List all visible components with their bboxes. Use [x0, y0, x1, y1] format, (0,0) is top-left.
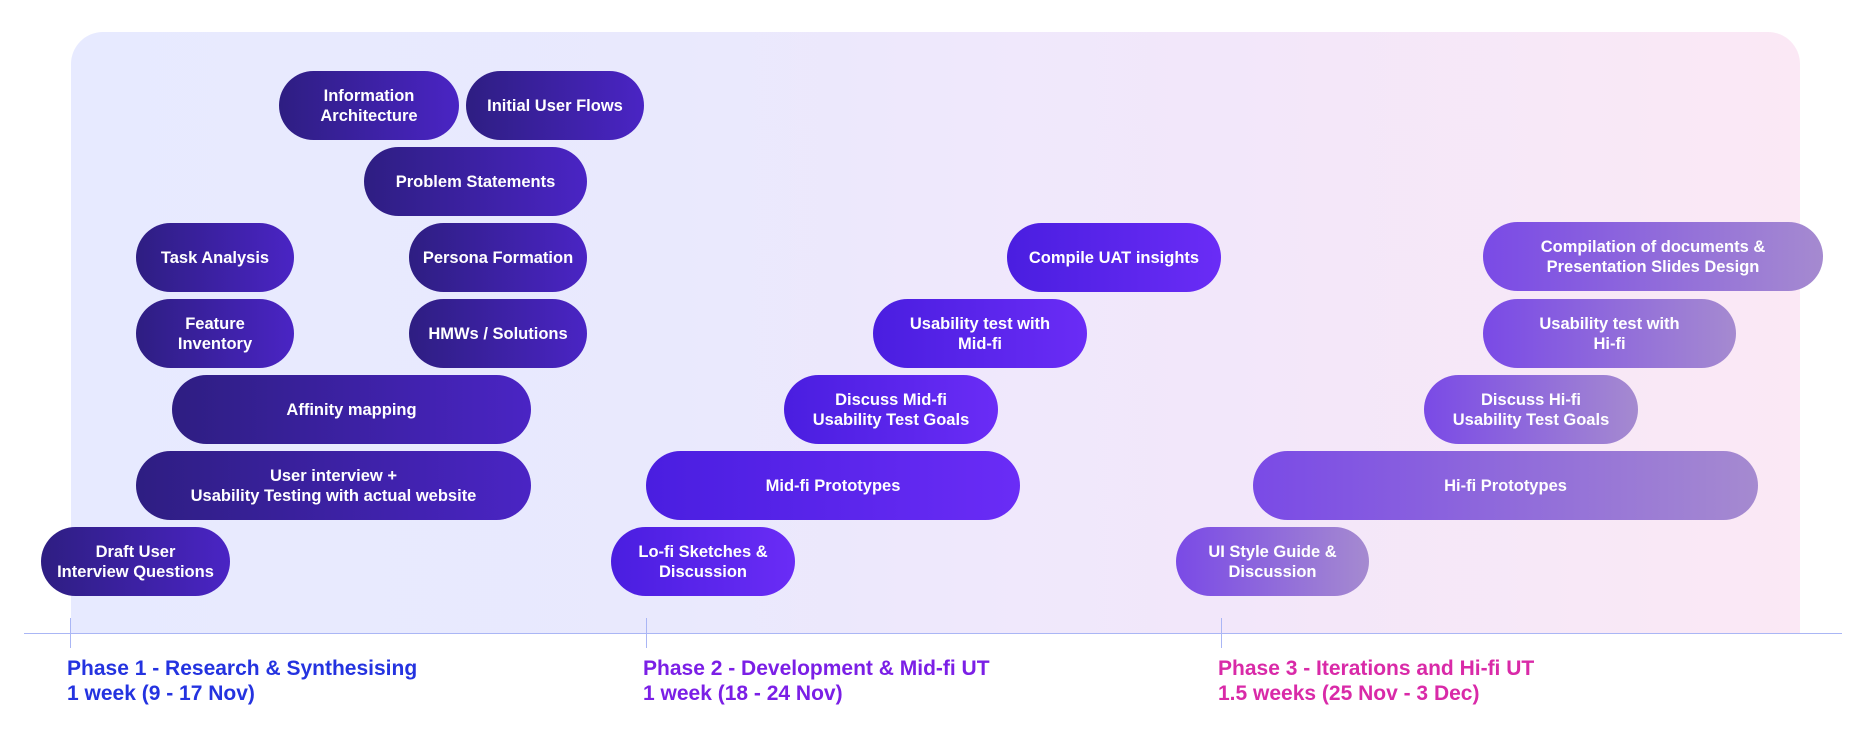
task-draft-user-interview-questions: Draft User Interview Questions — [41, 527, 230, 596]
task-ui-style-guide: UI Style Guide & Discussion — [1176, 527, 1369, 596]
task-usability-test-mid-fi: Usability test with Mid-fi — [873, 299, 1087, 368]
task-initial-user-flows: Initial User Flows — [466, 71, 644, 140]
task-feature-inventory: Feature Inventory — [136, 299, 294, 368]
task-problem-statements: Problem Statements — [364, 147, 587, 216]
task-compilation-documents: Compilation of documents & Presentation … — [1483, 222, 1823, 291]
task-hi-fi-prototypes: Hi-fi Prototypes — [1253, 451, 1758, 520]
task-discuss-mid-fi-goals: Discuss Mid-fi Usability Test Goals — [784, 375, 998, 444]
phase-2-duration: 1 week (18 - 24 Nov) — [643, 682, 843, 705]
task-lo-fi-sketches: Lo-fi Sketches & Discussion — [611, 527, 795, 596]
task-hmws-solutions: HMWs / Solutions — [409, 299, 587, 368]
phase-2-tick — [646, 618, 647, 648]
task-user-interview-usability-testing: User interview + Usability Testing with … — [136, 451, 531, 520]
phase-1-duration: 1 week (9 - 17 Nov) — [67, 682, 255, 705]
timeline-axis — [24, 633, 1842, 634]
task-compile-uat-insights: Compile UAT insights — [1007, 223, 1221, 292]
phase-3-title: Phase 3 - Iterations and Hi-fi UT — [1218, 657, 1535, 680]
task-persona-formation: Persona Formation — [409, 223, 587, 292]
phase-3-duration: 1.5 weeks (25 Nov - 3 Dec) — [1218, 682, 1480, 705]
task-task-analysis: Task Analysis — [136, 223, 294, 292]
task-affinity-mapping: Affinity mapping — [172, 375, 531, 444]
phase-3-tick — [1221, 618, 1222, 648]
phase-1-tick — [70, 618, 71, 648]
task-mid-fi-prototypes: Mid-fi Prototypes — [646, 451, 1020, 520]
task-discuss-hi-fi-goals: Discuss Hi-fi Usability Test Goals — [1424, 375, 1638, 444]
task-usability-test-hi-fi: Usability test with Hi-fi — [1483, 299, 1736, 368]
task-information-architecture: Information Architecture — [279, 71, 459, 140]
phase-2-title: Phase 2 - Development & Mid-fi UT — [643, 657, 990, 680]
phase-1-title: Phase 1 - Research & Synthesising — [67, 657, 418, 680]
